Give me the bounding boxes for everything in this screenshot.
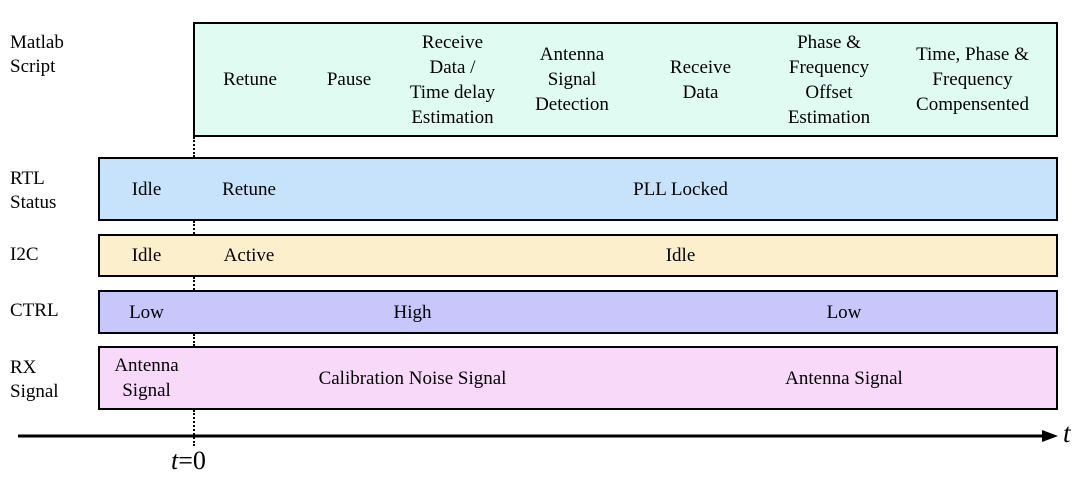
rx-cell-calibration-noise: Calibration Noise Signal [193,346,634,410]
t0-label: t=0 [171,446,206,475]
row-label-line: RX [10,357,37,378]
t0-marker-line [193,410,195,446]
i2c-cell-idle-2: Idle [305,234,1058,277]
t0-marker-line [193,221,195,234]
rtl-cell-pll-locked: PLL Locked [305,157,1058,221]
rtl-cell-idle: Idle [98,157,195,221]
row-label-line: Script [10,56,56,77]
t0-marker-line [193,137,195,157]
t0-marker-line [193,334,195,346]
row-label-matlab: Matlab Script [10,31,64,79]
row-label-i2c: I2C [10,244,39,265]
rx-cell-antenna-signal-2: Antenna Signal [632,346,1058,410]
row-label-ctrl: CTRL [10,300,59,321]
ctrl-cell-low-2: Low [632,290,1058,334]
row-label-rx: RX Signal [10,356,59,404]
t0-marker-line [193,277,195,290]
matlab-cell-compensated: Time, Phase &Frequency Compensented [889,22,1058,137]
i2c-cell-idle: Idle [98,234,195,277]
row-label-line: Matlab [10,32,64,53]
row-label-line: RTL [10,168,45,189]
rtl-cell-retune: Retune [193,157,307,221]
row-label-rtl: RTL Status [10,167,56,215]
row-label-line: Signal [10,381,59,402]
row-label-line: Status [10,192,57,213]
time-axis-label: t [1063,418,1071,448]
time-axis-arrowhead [1042,430,1058,442]
matlab-cell-retune: Retune [193,22,307,137]
i2c-cell-active: Active [193,234,307,277]
ctrl-cell-high: High [193,290,634,334]
ctrl-cell-low: Low [98,290,195,334]
